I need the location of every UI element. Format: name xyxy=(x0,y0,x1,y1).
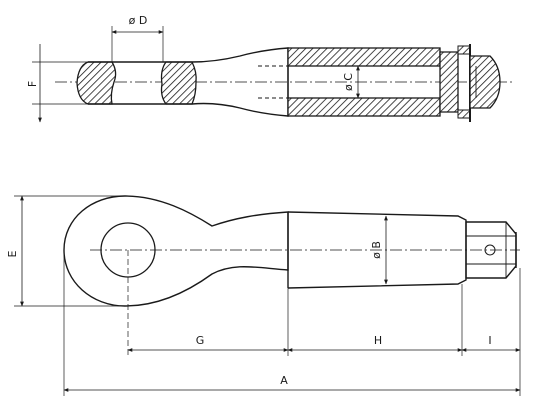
end-nut-section xyxy=(439,51,459,113)
body-wall-bottom xyxy=(287,97,441,117)
eye-outline xyxy=(63,195,289,307)
top-section-view: F ø D ø C xyxy=(26,14,515,123)
washer-bottom xyxy=(457,109,471,119)
nut-pin-hole xyxy=(484,244,496,256)
dim-label-b: ø B xyxy=(370,241,383,259)
end-cap-section xyxy=(469,55,501,109)
body-wall-top xyxy=(287,47,441,67)
eye-section-left xyxy=(76,61,117,105)
washer-top xyxy=(457,45,471,55)
eye-section-right xyxy=(160,61,197,105)
dim-label-c: ø C xyxy=(342,73,355,91)
dim-label-i: I xyxy=(488,334,491,347)
dim-label-a: A xyxy=(280,374,288,387)
dim-label-d: ø D xyxy=(129,14,148,27)
dim-label-e: E xyxy=(6,250,19,257)
dim-label-h: H xyxy=(374,334,382,347)
dim-label-f: F xyxy=(26,81,39,87)
dim-label-g: G xyxy=(196,334,205,347)
bottom-plan-view: ø B E G H I A xyxy=(6,195,521,396)
